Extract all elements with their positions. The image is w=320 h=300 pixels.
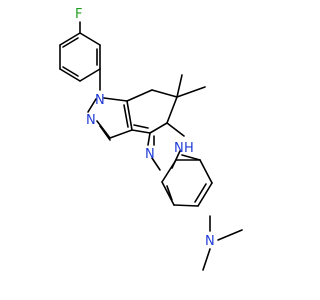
imidazole-h-label: H — [184, 141, 194, 156]
bond — [59, 68, 81, 82]
bond — [87, 98, 97, 113]
bond — [59, 32, 81, 46]
bond — [126, 100, 133, 131]
bond — [149, 122, 168, 134]
bond-double — [62, 37, 79, 48]
fluorophenyl-ring — [59, 32, 101, 82]
imidazole-n-label: N — [145, 147, 155, 162]
bond — [131, 129, 151, 134]
structure-diagram: F N N N H N N — [59, 7, 243, 271]
bond-n-methyl — [217, 229, 243, 241]
bond — [79, 32, 101, 46]
pyrazole-n2-label: N — [86, 113, 96, 128]
bond-double — [123, 104, 129, 128]
bond-double — [194, 183, 207, 203]
bond — [166, 122, 185, 137]
bond-methyl — [176, 86, 206, 98]
pyrazole-ring — [87, 97, 133, 141]
bond-n-methyl — [202, 248, 211, 271]
bond-double — [62, 66, 79, 77]
bond — [96, 120, 111, 139]
aminophenyl-ring — [161, 159, 213, 207]
amine-n-label: N — [205, 234, 215, 249]
bond-double — [133, 124, 149, 129]
bond — [173, 204, 199, 207]
bond-imidazole-phenyl — [181, 154, 201, 161]
central-ring — [126, 89, 178, 134]
bond — [161, 159, 177, 183]
bond — [166, 96, 178, 124]
bond — [126, 89, 153, 102]
bond — [103, 97, 128, 102]
bond — [147, 132, 151, 146]
bond — [79, 68, 101, 82]
fluorine-label: F — [75, 7, 82, 22]
bond — [151, 89, 178, 98]
bond — [151, 157, 161, 171]
pyrazole-n1-label: N — [95, 93, 105, 108]
bond-double — [99, 125, 111, 141]
bond — [199, 159, 213, 184]
bond-double — [166, 185, 173, 201]
imidazole-nh-label: N — [174, 141, 184, 156]
bond — [197, 182, 213, 207]
bond — [161, 181, 175, 206]
bond — [109, 129, 133, 139]
bond-methyl — [176, 74, 183, 98]
